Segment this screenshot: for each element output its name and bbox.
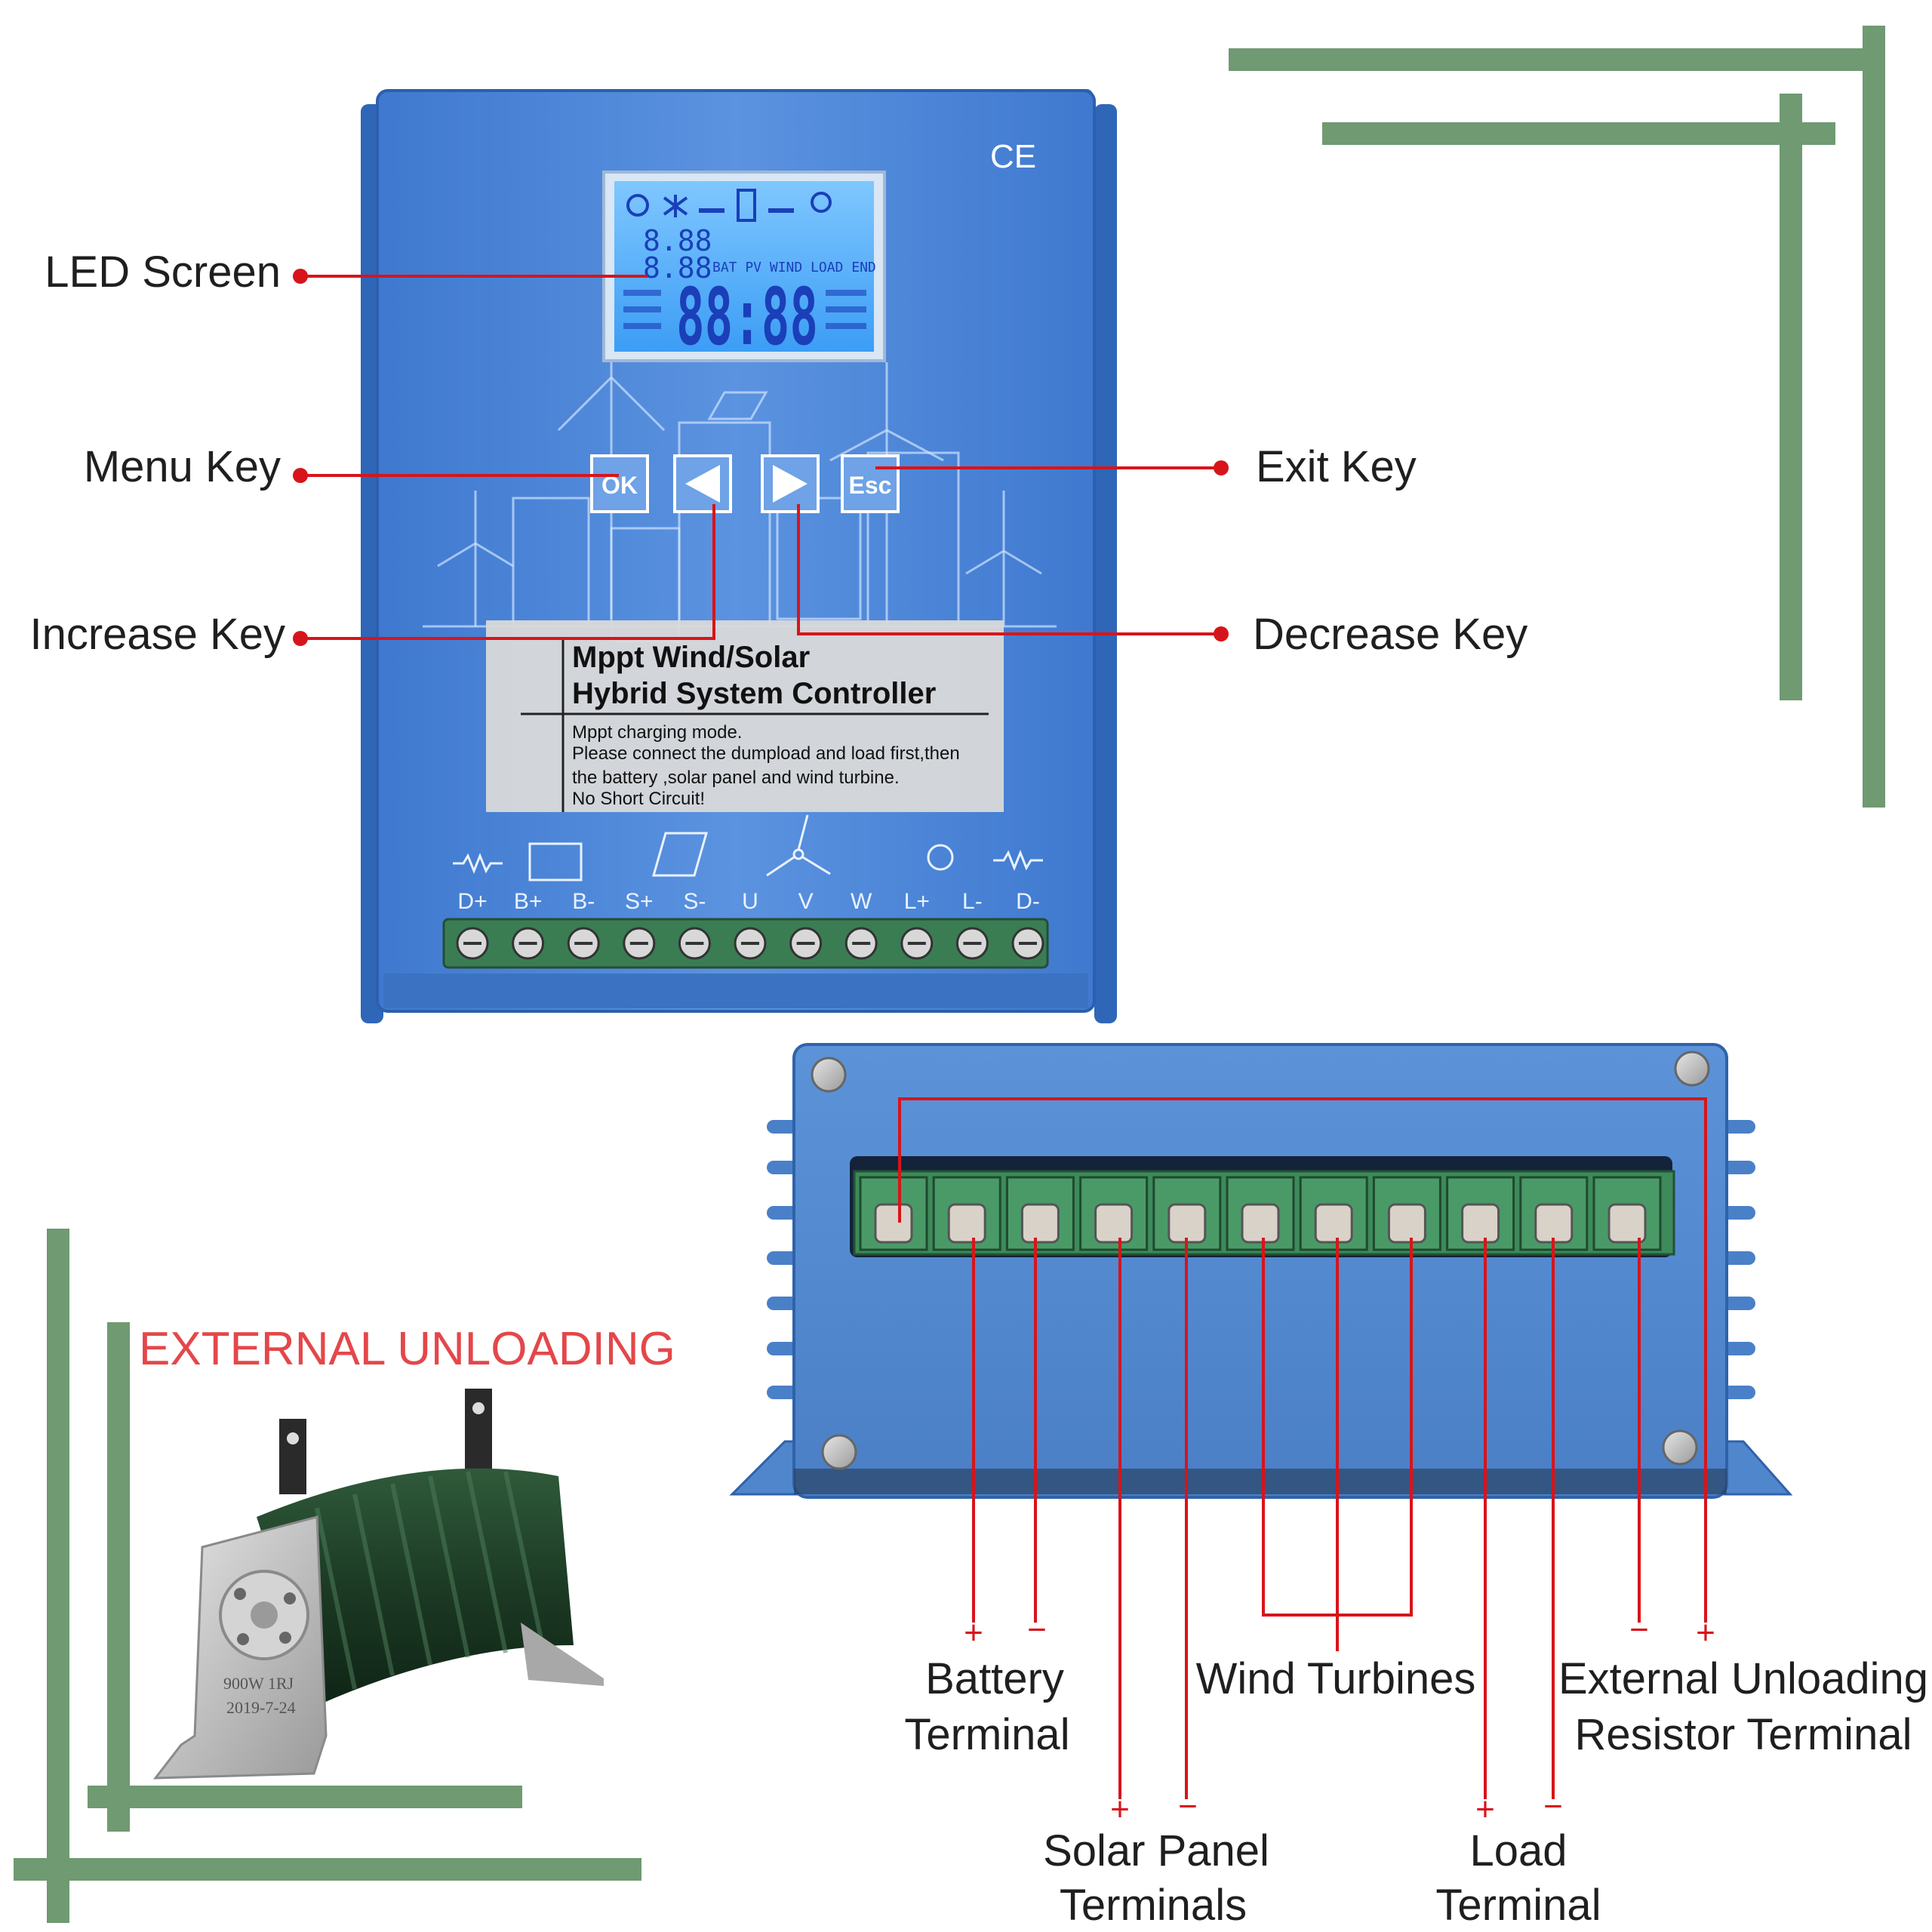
- front-callout-dots: [293, 269, 1229, 646]
- bottom-terminal-socket[interactable]: [1534, 1203, 1574, 1244]
- bottom-terminal-socket[interactable]: [947, 1203, 986, 1244]
- load-bulb-icon: [927, 844, 954, 871]
- external-unloading-heading: EXTERNAL UNLOADING: [139, 1323, 675, 1375]
- bottom-terminal-socket[interactable]: [1314, 1203, 1353, 1244]
- ce-mark: CE: [990, 138, 1036, 175]
- resistor-marking-2: 2019-7-24: [226, 1698, 296, 1717]
- unloading-resistor-photo: 900W 1RJ 2019-7-24: [152, 1389, 604, 1780]
- panel-title-line-1: Mppt Wind/Solar: [572, 641, 810, 674]
- front-terminal-screws: [456, 927, 1044, 960]
- controller-front-view: CE 8.88 8.88 BAT PV WIND LOAD END 88:88: [361, 89, 1117, 1023]
- resistor-icon-2: [993, 849, 1043, 872]
- panel-note-line-3: the battery ,solar panel and wind turbin…: [572, 768, 900, 788]
- battery-plus-sign: +: [964, 1614, 983, 1651]
- ok-menu-button[interactable]: OK: [590, 454, 649, 513]
- terminal-leader-lines: [898, 1097, 1707, 1799]
- front-terminal-labels: D+ B+ B- S+ S- U V W L+ L- D-: [457, 889, 1039, 914]
- bulb-icon: [811, 192, 832, 213]
- battery-icon: [737, 189, 756, 222]
- lcd-status-words: BAT PV WIND LOAD END: [712, 260, 876, 275]
- unloading-terminal-label-2: Resistor Terminal: [1575, 1710, 1912, 1759]
- solar-terminals-label-2: Terminals: [1060, 1881, 1247, 1930]
- front-terminal-label: W: [851, 889, 872, 914]
- esc-exit-button[interactable]: Esc: [841, 454, 900, 513]
- load-terminal-label-2: Terminal: [1435, 1881, 1601, 1930]
- lcd-small-readout-1: 8.88: [643, 224, 712, 257]
- decrease-right-arrow-button[interactable]: [761, 454, 820, 513]
- bottom-terminal-socket[interactable]: [1094, 1203, 1134, 1244]
- unloading-minus-sign: −: [1629, 1611, 1649, 1648]
- bottom-terminal-socket[interactable]: [1241, 1203, 1280, 1244]
- front-terminal-label: L-: [962, 889, 983, 914]
- front-terminal-label: B-: [572, 889, 595, 914]
- load-plus-sign: +: [1475, 1791, 1495, 1828]
- bottom-terminal-cells: [859, 1176, 1662, 1251]
- bottom-terminal-socket[interactable]: [874, 1203, 913, 1244]
- right-arrow-icon: [773, 465, 808, 503]
- front-terminal-label: S+: [625, 889, 654, 914]
- resistor-icon: [453, 852, 503, 875]
- battery-minus-sign: −: [1027, 1611, 1047, 1648]
- resistor-marking-1: 900W 1RJ: [223, 1674, 294, 1693]
- unloading-plus-sign: +: [1696, 1614, 1715, 1651]
- solar-plus-sign: +: [1110, 1791, 1130, 1828]
- sun-icon: [626, 194, 649, 217]
- battery-terminal-label-2: Terminal: [904, 1710, 1069, 1759]
- bottom-terminal-socket[interactable]: [1020, 1203, 1060, 1244]
- callout-exit-key: Exit Key: [1256, 442, 1417, 491]
- front-terminal-label: S-: [683, 889, 706, 914]
- controller-bottom-view: [729, 1043, 1793, 1499]
- panel-note-line-4: No Short Circuit!: [572, 789, 705, 809]
- wind-fan-icon: [663, 195, 688, 217]
- bottom-terminal-socket[interactable]: [1607, 1203, 1647, 1244]
- callout-increase-key: Increase Key: [29, 610, 285, 659]
- lcd-display: 8.88 8.88 BAT PV WIND LOAD END 88:88: [602, 171, 886, 363]
- panel-note-line-1: Mppt charging mode.: [572, 722, 742, 743]
- panel-note-line-2: Please connect the dumpload and load fir…: [572, 743, 960, 764]
- lcd-main-digits: 88:88: [676, 271, 818, 363]
- bottom-terminal-socket[interactable]: [1461, 1203, 1500, 1244]
- front-callout-lines: [302, 275, 1221, 640]
- front-terminal-label: B+: [514, 889, 543, 914]
- panel-title-line-2: Hybrid System Controller: [572, 677, 936, 710]
- callout-led-screen: LED Screen: [45, 248, 281, 297]
- callout-decrease-key: Decrease Key: [1253, 610, 1527, 659]
- solar-minus-sign: −: [1178, 1788, 1198, 1825]
- solar-panel-icon: [652, 832, 708, 877]
- wind-turbines-label: Wind Turbines: [1196, 1654, 1476, 1703]
- info-label-panel: Mppt Wind/Solar Hybrid System Controller…: [486, 620, 1004, 812]
- corner-screws: [811, 1051, 1710, 1470]
- front-terminal-label: V: [798, 889, 814, 914]
- unloading-terminal-label-1: External Unloading: [1558, 1654, 1928, 1703]
- callout-menu-key: Menu Key: [84, 442, 281, 491]
- battery-terminal-icon: [528, 842, 583, 881]
- terminal-pictograms: [453, 814, 1043, 881]
- solar-terminals-label-1: Solar Panel: [1043, 1826, 1269, 1875]
- svg-text:Esc: Esc: [849, 472, 892, 499]
- left-arrow-icon: [685, 465, 720, 503]
- load-terminal-label-1: Load: [1469, 1826, 1567, 1875]
- increase-left-arrow-button[interactable]: [673, 454, 732, 513]
- decorative-frame-bottom-left: [14, 1229, 641, 1923]
- front-terminal-label: U: [742, 889, 758, 914]
- front-terminal-label: D+: [457, 889, 487, 914]
- front-terminal-label: L+: [904, 889, 930, 914]
- battery-terminal-label-1: Battery: [925, 1654, 1064, 1703]
- load-minus-sign: −: [1543, 1788, 1563, 1825]
- decorative-frame-top-right: [1229, 26, 1885, 808]
- bottom-terminal-socket[interactable]: [1168, 1203, 1207, 1244]
- lcd-small-readout-2: 8.88: [643, 251, 712, 285]
- bottom-terminal-socket[interactable]: [1387, 1203, 1426, 1244]
- front-terminal-label: D-: [1016, 889, 1040, 914]
